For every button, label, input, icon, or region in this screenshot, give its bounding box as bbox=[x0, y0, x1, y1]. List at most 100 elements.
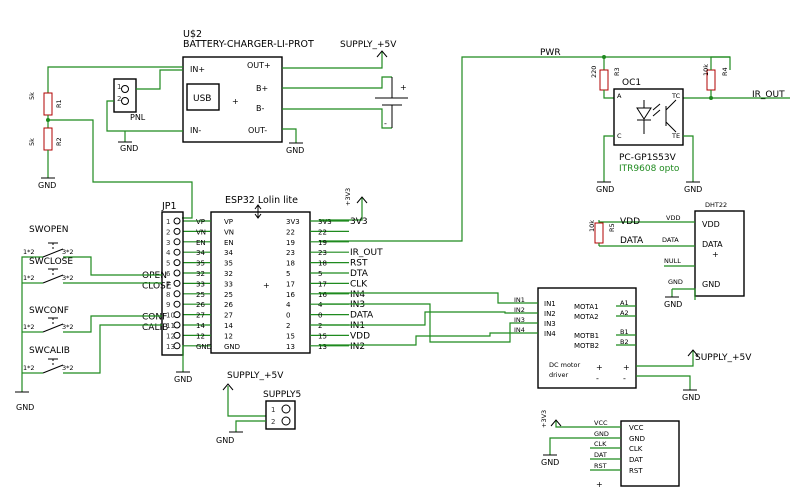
esp32-module: ESP32 Lolin lite + VPVPVNVNENEN343435353… bbox=[183, 195, 349, 354]
esp32-right-pin-number: 5 bbox=[318, 270, 322, 278]
gnd-symbol-dht: GND bbox=[664, 296, 682, 309]
esp32-right-pin: 0 bbox=[286, 312, 290, 320]
rtc-pin: VCC bbox=[629, 424, 644, 432]
r1-value: 5k bbox=[28, 92, 36, 100]
esp32-title: ESP32 Lolin lite bbox=[225, 195, 298, 206]
esp32-right-pin: 4 bbox=[286, 301, 291, 309]
svg-text:TC: TC bbox=[671, 92, 681, 100]
esp32-right-pin: 15 bbox=[286, 332, 295, 340]
charger-pin-in-plus: IN+ bbox=[190, 65, 205, 74]
driver-output-pin: A2 bbox=[620, 309, 629, 317]
esp32-body bbox=[210, 211, 311, 354]
jp1-pin-number: 10 bbox=[166, 312, 175, 320]
charger-body bbox=[182, 56, 283, 143]
svg-text:DATA: DATA bbox=[662, 236, 679, 244]
svg-text:GND: GND bbox=[174, 375, 192, 384]
svg-text:GND: GND bbox=[286, 146, 304, 155]
v3v3-label: +3V3 bbox=[344, 188, 352, 206]
charger-usb-label: USB bbox=[193, 94, 211, 104]
esp32-right-pin-number: 16 bbox=[318, 291, 327, 299]
rtc-pin: DAT bbox=[629, 456, 644, 464]
dht-data-net: DATA bbox=[620, 236, 644, 246]
switch-pin-3: 3*2 bbox=[62, 274, 74, 282]
esp32-left-pin: GND bbox=[224, 343, 240, 351]
esp32-left-pin: 26 bbox=[224, 301, 233, 309]
r2-ref: R2 bbox=[55, 137, 63, 146]
driver-body bbox=[537, 287, 637, 389]
driver-in-pin: IN4 bbox=[544, 330, 556, 338]
gnd-symbol-switches: GND bbox=[15, 391, 34, 412]
switch-pin-3: 3*2 bbox=[62, 248, 74, 256]
esp32-left-pin: VP bbox=[224, 218, 233, 226]
svg-text:TE: TE bbox=[671, 132, 680, 140]
esp32-left-pin: 32 bbox=[224, 270, 233, 278]
switch-pin-1: 1*2 bbox=[23, 248, 35, 256]
supply-5v-top: SUPPLY_+5V bbox=[282, 40, 397, 69]
esp32-net-0: 3V3 bbox=[350, 217, 368, 227]
esp32-right-pin: 2 bbox=[286, 322, 290, 330]
charger-usb-box bbox=[186, 83, 220, 111]
jp1-pin-number: 8 bbox=[166, 291, 170, 299]
battery-minus: - bbox=[384, 119, 387, 128]
driver-motor-pin: MOTA1 bbox=[574, 303, 599, 311]
esp32-right-pin-number: 23 bbox=[318, 249, 327, 257]
esp32-right-pin: 18 bbox=[286, 260, 295, 268]
esp32-right-pin: 17 bbox=[286, 280, 295, 288]
jp1-pin-label: VP bbox=[196, 218, 205, 226]
svg-text:VDD: VDD bbox=[666, 214, 680, 222]
supply5-net: SUPPLY_+5V bbox=[227, 371, 284, 381]
rtc-net-label: VCC bbox=[594, 419, 608, 427]
supply-top-label: SUPPLY_+5V bbox=[340, 40, 397, 50]
charger-plus: + bbox=[232, 97, 239, 106]
driver-output-pin: B2 bbox=[620, 338, 629, 346]
esp32-left-pin: 34 bbox=[224, 249, 233, 257]
jp1-pin-label: 35 bbox=[196, 260, 205, 268]
svg-text:GND: GND bbox=[596, 185, 614, 194]
gnd-symbol-driver: GND bbox=[682, 389, 700, 402]
rtc-3v3-label: +3V3 bbox=[540, 410, 548, 428]
pwr-net-label: PWR bbox=[540, 48, 561, 58]
driver-in-net: IN1 bbox=[514, 296, 525, 304]
svg-text:1: 1 bbox=[271, 406, 275, 414]
jp1-net-6: CLOSE bbox=[142, 281, 172, 291]
r2-value: 5k bbox=[28, 138, 36, 146]
charger-pin-out-minus: OUT- bbox=[248, 126, 267, 135]
esp32-left-pin: VN bbox=[224, 228, 234, 236]
gnd-symbol-r2: GND bbox=[38, 177, 56, 190]
esp32-right-pin: 5 bbox=[286, 270, 290, 278]
battery-plus: + bbox=[400, 83, 407, 92]
svg-text:-: - bbox=[596, 374, 599, 383]
gnd-symbol-charger: GND bbox=[286, 142, 304, 155]
resistor-r4: 10k R4 bbox=[702, 64, 729, 91]
svg-text:GND: GND bbox=[38, 181, 56, 190]
jp1-pin-number: 4 bbox=[166, 249, 171, 257]
svg-text:GND: GND bbox=[541, 458, 559, 467]
esp32-plus: + bbox=[263, 281, 270, 290]
gnd-symbol-opto-c: GND bbox=[596, 181, 614, 194]
esp32-left-pin: EN bbox=[224, 239, 234, 247]
jp1-pin-number: 7 bbox=[166, 280, 170, 288]
jp1-pin-label: 12 bbox=[196, 332, 205, 340]
battery-cell: + - bbox=[282, 76, 408, 129]
esp32-right-pin-number: 2 bbox=[318, 322, 322, 330]
jp1-pin-number: 11 bbox=[166, 322, 175, 330]
esp32-net-4: RST bbox=[350, 259, 368, 269]
esp32-left-pin: 14 bbox=[224, 322, 233, 330]
jp1-pin-number: 9 bbox=[166, 301, 170, 309]
esp32-right-pin-number: 22 bbox=[318, 228, 327, 236]
jp1-pin-number: 1 bbox=[166, 218, 170, 226]
esp32-right-pin-number: 3V3 bbox=[318, 218, 332, 226]
jp1-pin-label: 27 bbox=[196, 312, 205, 320]
opto-desc: ITR9608 opto bbox=[619, 164, 680, 174]
resistor-r3: 220 R3 bbox=[590, 66, 621, 91]
